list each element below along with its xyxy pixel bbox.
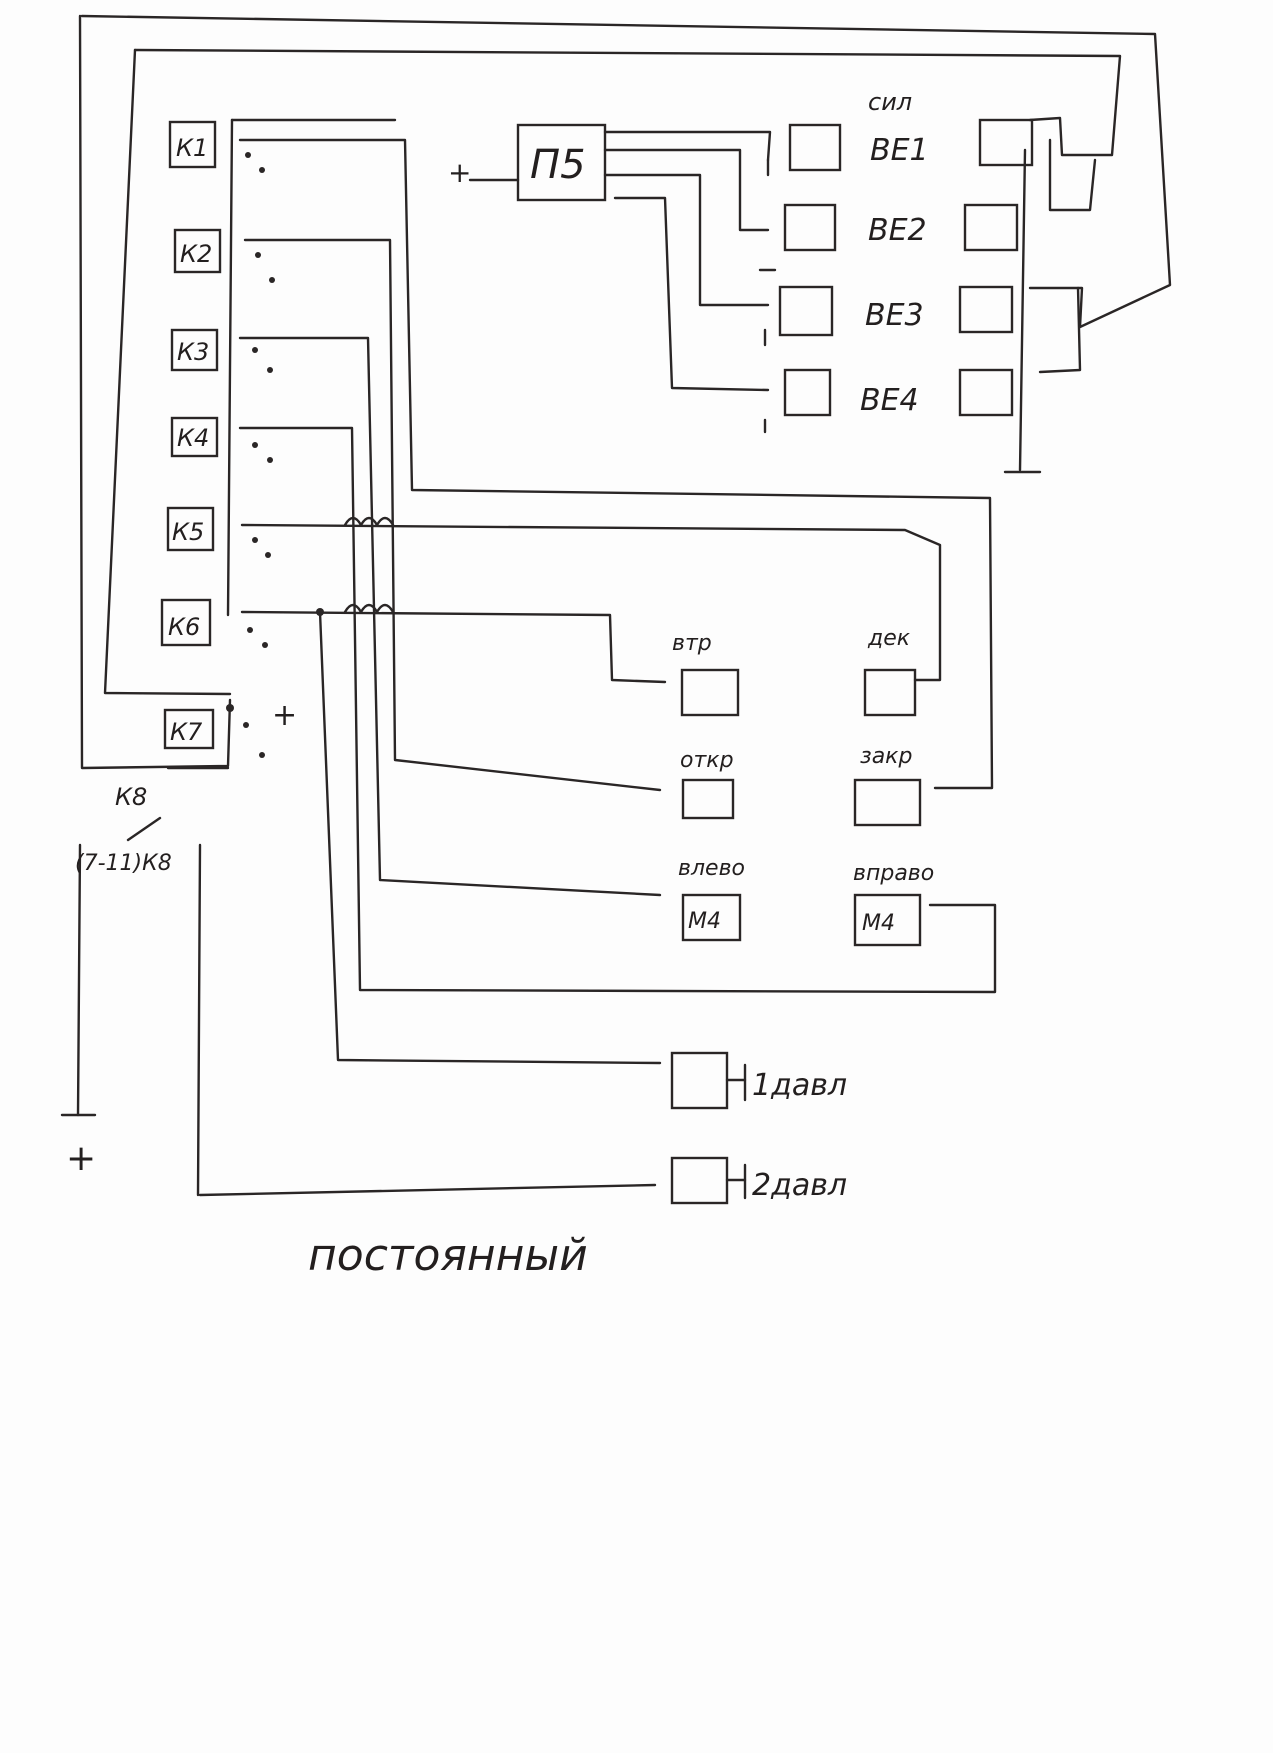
power-header: сил — [868, 88, 912, 116]
otkr-label: откр — [680, 748, 734, 773]
relay-k3-box — [170, 328, 219, 372]
p5-label: П5 — [530, 142, 586, 188]
relay-k2-label: К2 — [180, 240, 212, 268]
relay-boxes — [160, 118, 1034, 1205]
ve4-label: ВЕ4 — [860, 383, 919, 418]
relay-k1-label: К1 — [176, 134, 208, 162]
ve2-label: ВЕ2 — [868, 213, 927, 248]
m4-left-label: М4 — [688, 909, 721, 934]
relay-k2-box — [173, 228, 222, 274]
plus-k7: + — [272, 698, 297, 733]
relay-k5-label: К5 — [172, 518, 204, 546]
ve3-label: ВЕ3 — [865, 298, 924, 333]
relay-k4-box — [170, 416, 219, 458]
left-label: влево — [678, 856, 745, 881]
relay-k6-box — [160, 598, 212, 647]
vtr-label: втр — [672, 631, 712, 656]
k8-note: (7-11)К8 — [75, 851, 172, 876]
m4-right-label: М4 — [862, 911, 895, 936]
relay-k4-label: К4 — [177, 424, 209, 452]
plus-p5: + — [448, 156, 471, 189]
contact-dots — [226, 152, 324, 758]
wires — [60, 14, 1172, 1197]
pressure-2-label: 2давл — [752, 1168, 847, 1203]
zakr-label: закр — [860, 744, 912, 769]
relay-k7-box — [163, 708, 215, 750]
plus-bottom-left: + — [66, 1138, 96, 1179]
right-label: вправо — [853, 861, 934, 886]
relay-k3-label: К3 — [177, 338, 209, 366]
relay-k8-label: К8 — [115, 783, 147, 811]
relay-k6-label: К6 — [168, 613, 200, 641]
p5-box — [516, 123, 607, 202]
relay-k7-label: К7 — [170, 718, 203, 746]
ve1-label: ВЕ1 — [870, 133, 929, 168]
pressure-1-label: 1давл — [752, 1068, 847, 1103]
dek-label: дек — [867, 626, 911, 651]
relay-k1-box — [168, 120, 217, 169]
caption: постоянный — [308, 1230, 588, 1281]
relay-k5-box — [166, 506, 215, 552]
